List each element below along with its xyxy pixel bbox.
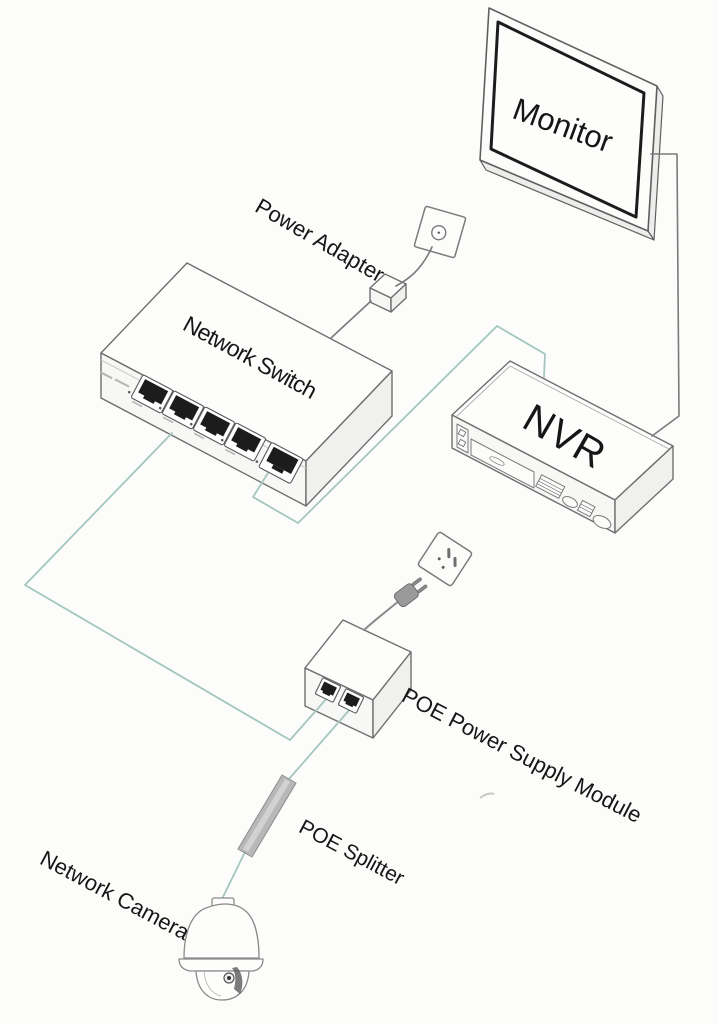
labels: Monitor Power Adapter Network Switch NVR…: [36, 91, 646, 945]
label-poe-splitter: POE Splitter: [295, 815, 408, 890]
monitor-screen: [489, 20, 646, 219]
switch-front-print: [100, 371, 130, 388]
cable-switch-to-nvr: [252, 325, 546, 524]
poe-port-1: [315, 677, 341, 703]
switch-ports: [127, 374, 304, 484]
cable-switch-to-poe-module: [24, 432, 329, 741]
socket-pin: [437, 231, 440, 234]
power-plug: [393, 577, 428, 608]
plug-prong: [417, 584, 428, 594]
cable-adapter-to-outlet: [395, 246, 433, 287]
nvr-connector-block: [535, 474, 566, 499]
splitter-highlight: [243, 779, 290, 852]
camera-lens-pupil: [227, 976, 231, 980]
ethernet-port-4: [220, 422, 266, 462]
wall-outlet-bottom: [417, 531, 473, 587]
poe-module-ports: [315, 677, 364, 714]
nvr-lid-line: [455, 365, 670, 450]
nvr-tray-slot: [489, 456, 505, 466]
outlet-plate: [417, 531, 473, 587]
plug-prong: [411, 577, 422, 586]
poe-port-2: [338, 688, 364, 714]
ethernet-port-5: [255, 442, 304, 484]
outlet-hole: [441, 565, 445, 569]
nvr-side-face: [614, 445, 674, 534]
network-camera: [178, 897, 264, 1001]
cable-adapter-to-switch: [330, 300, 372, 339]
nvr-disc-tray: [470, 438, 535, 489]
cable-monitor-to-nvr: [650, 153, 680, 437]
label-poe-power-supply-module: POE Power Supply Module: [398, 683, 646, 828]
dome-reflection: [203, 970, 222, 997]
nvr-faceplate: [456, 423, 612, 530]
nvr-mini-port: [457, 428, 467, 438]
wall-outlet-top: [413, 205, 467, 259]
camera-lens-housing: [232, 967, 243, 994]
camera-rim: [178, 958, 264, 972]
nvr-usb-port: [576, 499, 596, 518]
nvr-button: [592, 514, 612, 530]
nvr-button: [562, 496, 578, 508]
label-power-adapter: Power Adapter: [251, 193, 388, 287]
smudge-mark: [479, 792, 495, 799]
ethernet-port-1: [127, 374, 173, 414]
adapter-side-face: [390, 283, 407, 313]
plug-body: [393, 583, 419, 608]
poe-module-side-face: [372, 651, 412, 739]
ethernet-port-2: [158, 390, 204, 430]
ethernet-port-3: [189, 406, 235, 446]
camera-housing: [183, 903, 260, 959]
cable-poe-module-cord: [363, 599, 401, 631]
monitor: [479, 7, 664, 241]
outlet-slot: [453, 556, 457, 568]
outlet-hole: [437, 557, 441, 561]
power-adapter: [369, 273, 407, 313]
poe-splitter: [237, 774, 297, 858]
label-network-camera: Network Camera: [36, 845, 194, 945]
poe-power-supply-module: [304, 619, 412, 739]
nvr-mini-port: [457, 438, 467, 448]
outlet-slot: [447, 548, 451, 559]
switch-side-face: [305, 370, 393, 507]
